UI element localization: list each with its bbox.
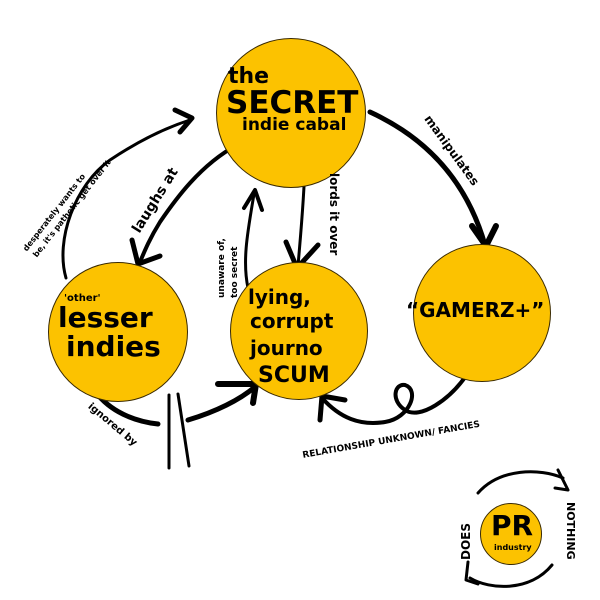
- node-gamerz: [413, 244, 551, 382]
- pr-line-pr: PR: [491, 509, 534, 542]
- pr-line-industry: industry: [494, 543, 532, 552]
- arrowhead-pr-bottom: [464, 560, 480, 586]
- arrow-laughs-at: [138, 143, 239, 264]
- arrow-relationship: [320, 371, 470, 425]
- node-secret-cabal: [216, 38, 366, 188]
- arrow-ignored-break-2: [176, 392, 191, 468]
- arrowhead-pr-top: [553, 468, 570, 492]
- lesser-line-other: 'other': [64, 293, 101, 304]
- journo-line-lying: lying,: [248, 285, 311, 309]
- lesser-line-indies: indies: [66, 330, 161, 363]
- arrow-manipulates: [367, 109, 488, 248]
- label-unaware-line1: unaware of,: [217, 238, 227, 298]
- journo-line-journo: journo: [250, 336, 323, 360]
- arrowhead-desperately: [172, 107, 195, 135]
- node-lesser-indies: [48, 262, 188, 402]
- node-journo-scum: [230, 262, 368, 400]
- label-unaware-line2: too secret: [230, 246, 240, 298]
- label-lords-it-over: lords it over: [327, 173, 341, 256]
- gamerz-label: “GAMERZ+”: [406, 298, 545, 322]
- label-pr-does: DOES: [459, 522, 473, 560]
- arrow-pr-bottom: [468, 563, 554, 588]
- arrowhead-unaware: [242, 188, 264, 212]
- journo-line-corrupt: corrupt: [250, 309, 334, 333]
- journo-line-scum: SCUM: [258, 363, 330, 388]
- node-pr-industry: [480, 503, 542, 565]
- lesser-line-lesser: lesser: [58, 301, 153, 334]
- arrow-ignored-right: [185, 383, 259, 423]
- label-pr-nothing: NOTHING: [564, 502, 577, 560]
- cabal-line-the: the: [228, 64, 270, 89]
- arrow-pr-top: [476, 470, 565, 495]
- arrow-unaware: [244, 192, 256, 290]
- arrow-desperately: [61, 118, 192, 280]
- cabal-line-secret: SECRET: [226, 85, 359, 121]
- cabal-line-indie-cabal: indie cabal: [242, 115, 347, 135]
